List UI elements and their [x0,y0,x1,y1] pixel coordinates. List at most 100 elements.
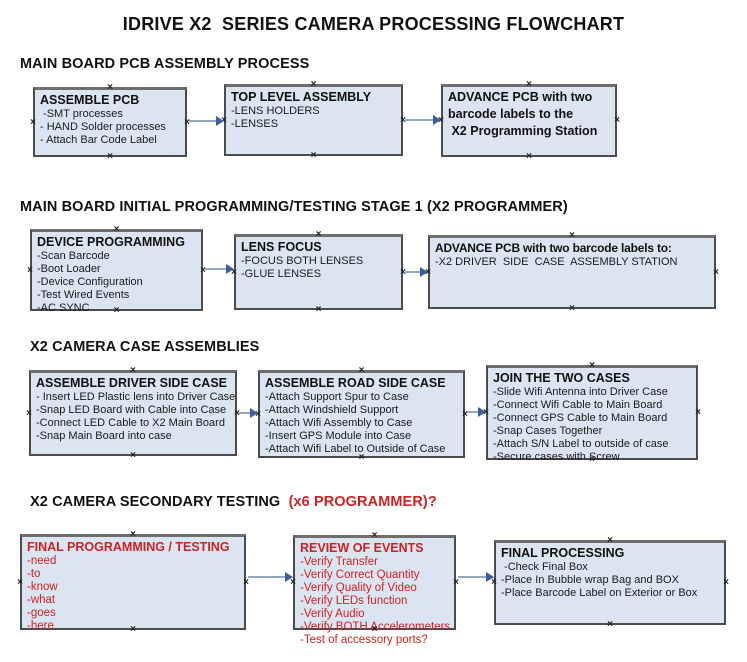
box-item: -Check Final Box [501,561,588,573]
arrow-line [189,120,216,122]
arrow-head-icon [478,407,486,417]
box-item: -Place In Bubble wrap Bag and BOX [501,574,679,586]
box-item: -Snap Main Board into case [36,430,172,442]
box-title: REVIEW OF EVENTS [300,541,424,555]
box-items: -Scan Barcode-Boot Loader-Device Configu… [37,250,196,315]
connection-handle-icon: × [713,266,719,278]
box-item: -Verify LEDs function [300,595,408,607]
box-item: ADVANCE PCB with two [448,90,593,104]
arrow-line [467,411,478,413]
connection-handle-icon: × [695,407,701,418]
box-item: -here [27,620,54,632]
box-item: -to [27,568,41,580]
box-item: - Insert LED Plastic lens into Driver Ca… [36,391,236,403]
box-title: LENS FOCUS [241,240,322,254]
box-items: -Check Final Box-Place In Bubble wrap Ba… [501,561,719,600]
box-items: -FOCUS BOTH LENSES-GLUE LENSES [241,255,396,281]
box-top-level-assembly[interactable]: × × × × TOP LEVEL ASSEMBLY -LENS HOLDERS… [221,80,406,161]
box-item: -Verify Quality of Video [300,582,417,594]
box-item: -Verify BOTH Accelerometers [300,621,451,633]
box-item: -GLUE LENSES [241,268,322,280]
flow-arrow-2 [405,115,441,125]
section-header-black-part: X2 CAMERA SECONDARY TESTING [30,494,285,510]
section-header-pcb-assembly: MAIN BOARD PCB ASSEMBLY PROCESS [20,56,310,72]
box-items: -Verify Transfer-Verify Correct Quantity… [300,556,451,647]
arrow-head-icon [250,408,258,418]
box-items: -Slide Wifi Antenna into Driver Case-Con… [493,386,691,464]
connection-handle-icon: × [27,264,33,276]
connection-handle-icon: × [315,304,322,315]
box-join-the-two-cases[interactable]: × × × × JOIN THE TWO CASES -Slide Wifi A… [483,361,701,465]
box-items: -LENS HOLDERS-LENSES [231,105,396,131]
box-review-of-events[interactable]: × × × × REVIEW OF EVENTS -Verify Transfe… [290,531,459,647]
box-device-programming[interactable]: × × × × DEVICE PROGRAMMING -Scan Barcode… [27,225,206,316]
connection-handle-icon: × [310,150,317,161]
box-title: ASSEMBLE PCB [40,93,140,107]
box-title: ASSEMBLE DRIVER SIDE CASE [36,376,228,390]
arrow-head-icon [216,116,224,126]
box-item: X2 Programming Station [448,124,598,138]
box-item: -Attach Windshield Support [265,404,399,416]
box-title: FINAL PROCESSING [501,546,625,560]
box-item: -know [27,581,58,593]
box-advance-pcb-driver-side[interactable]: × × × × ADVANCE PCB with two barcode lab… [425,231,719,314]
connection-handle-icon: × [30,116,36,128]
box-item: -Attach Wifi Label to Outside of Case [265,443,446,455]
box-items: -SMT processes- HAND Solder processes- A… [40,108,180,147]
box-item: -Verify Correct Quantity [300,569,420,581]
box-item: -AC SYNC [37,302,90,314]
flow-arrow-8 [458,572,494,582]
section-header-red-part: (x6 PROGRAMMER)? [284,494,437,510]
box-item: -Test Wired Events [37,289,130,301]
connection-handle-icon: × [17,576,23,588]
arrow-line [205,268,226,270]
connection-handle-icon: × [607,619,613,630]
page-title: IDRIVE X2 SERIES CAMERA PROCESSING FLOWC… [122,14,625,34]
box-item: -Connect Wifi Cable to Main Board [493,399,663,411]
box-items: - Insert LED Plastic lens into Driver Ca… [36,391,236,443]
arrow-head-icon [226,264,234,274]
box-item: -LENS HOLDERS [231,105,320,117]
flow-arrow-5 [239,408,258,418]
flow-arrow-3 [205,264,234,274]
box-item: -Verify Audio [300,608,365,620]
box-final-programming-testing[interactable]: × × × × FINAL PROGRAMMING / TESTING -nee… [17,530,249,635]
box-items: -Attach Support Spur to Case-Attach Wind… [265,391,458,456]
flow-arrow-7 [248,572,293,582]
box-title: DEVICE PROGRAMMING [37,235,185,249]
box-item: -what [27,594,56,606]
box-assemble-driver-side-case[interactable]: × × × × ASSEMBLE DRIVER SIDE CASE - Inse… [26,366,240,461]
box-final-processing[interactable]: × × × × FINAL PROCESSING -Check Final Bo… [491,536,729,630]
box-item: -Snap LED Board with Cable into Case [36,404,227,416]
box-title: TOP LEVEL ASSEMBLY [231,90,372,104]
connection-handle-icon: × [569,303,575,314]
box-item: -Insert GPS Module into Case [265,430,412,442]
arrow-head-icon [433,115,441,125]
box-item: -goes [27,607,56,619]
section-header-case-assemblies: X2 CAMERA CASE ASSEMBLIES [30,339,260,355]
box-item: -Test of accessory ports? [300,634,428,646]
box-assemble-pcb[interactable]: × × × × ASSEMBLE PCB -SMT processes- HAN… [30,83,190,162]
box-item: -Connect GPS Cable to Main Board [493,412,668,424]
box-item: -Attach S/N Label to outside of case [493,438,669,450]
arrow-line [458,576,486,578]
box-item: -Attach Wifi Assembly to Case [265,417,413,429]
arrow-line [405,271,420,273]
box-item: -Boot Loader [37,263,101,275]
box-assemble-road-side-case[interactable]: × × × × ASSEMBLE ROAD SIDE CASE -Attach … [255,366,468,463]
box-items: -need-to-know-what-goes-here [27,555,239,633]
box-item: -SMT processes [40,108,123,120]
arrow-head-icon [420,267,428,277]
box-item: -Connect LED Cable to X2 Main Board [36,417,225,429]
box-item: -Verify Transfer [300,556,378,568]
arrow-line [405,119,433,121]
flow-arrow-6 [467,407,486,417]
arrow-head-icon [285,572,293,582]
box-title: JOIN THE TWO CASES [493,371,630,385]
box-item: -Place Barcode Label on Exterior or Box [501,587,698,599]
box-lens-focus[interactable]: × × × × LENS FOCUS -FOCUS BOTH LENSES-GL… [231,230,406,315]
section-header-secondary-testing: X2 CAMERA SECONDARY TESTING (x6 PROGRAMM… [30,494,437,510]
